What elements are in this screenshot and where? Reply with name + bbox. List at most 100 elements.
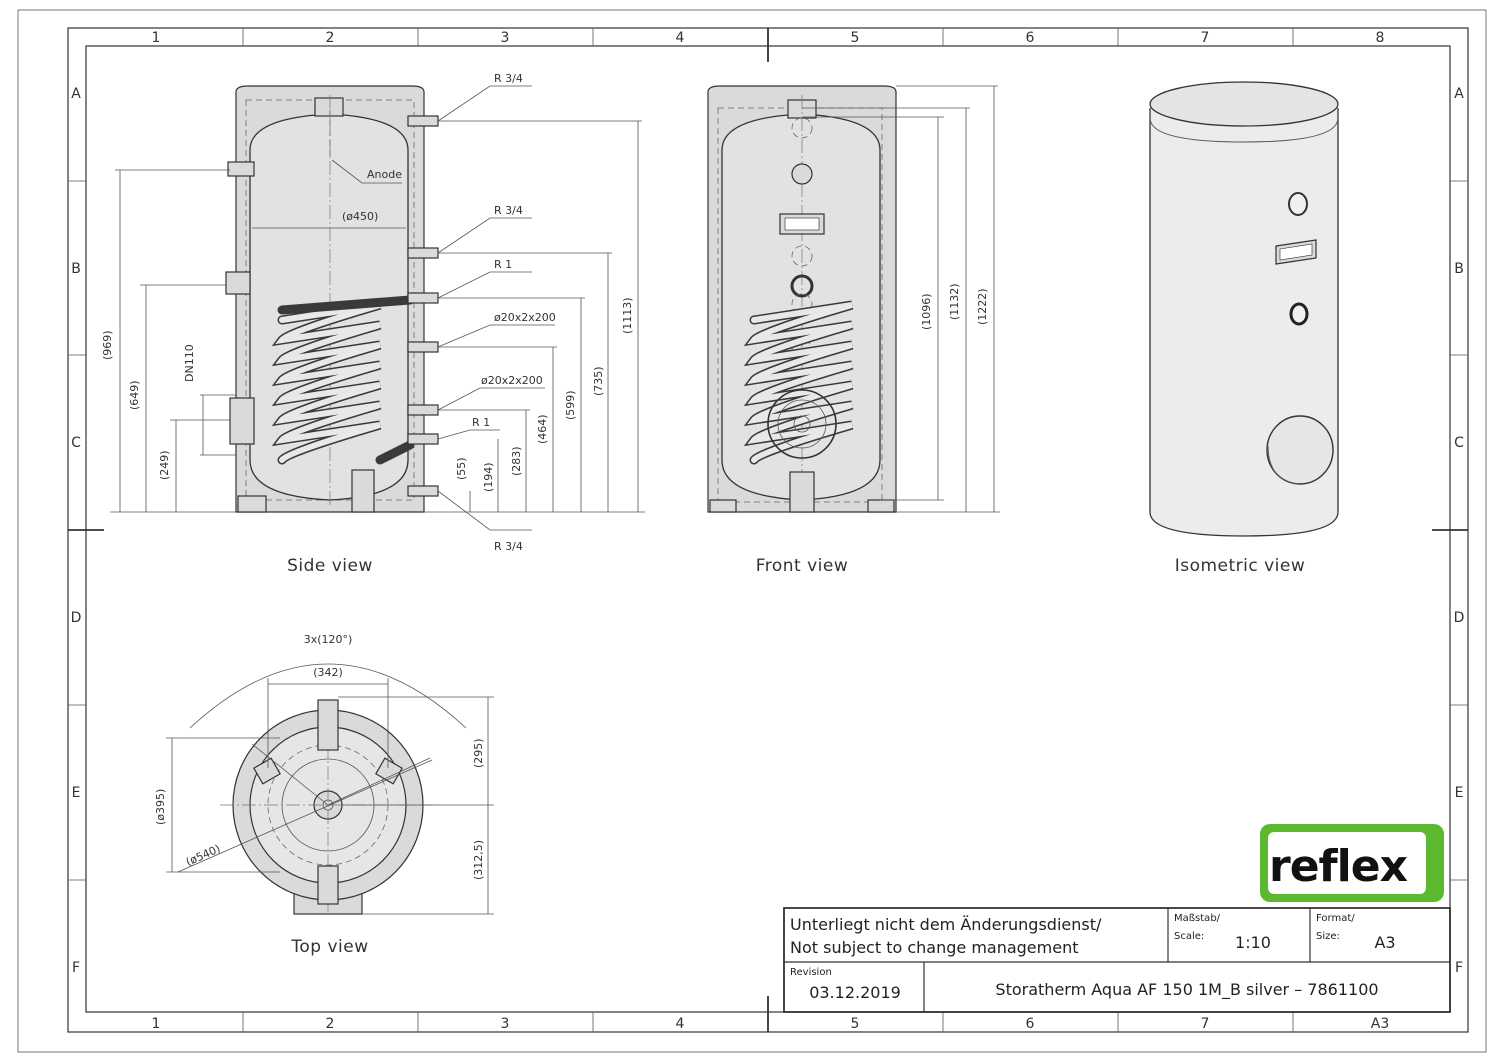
note-line1: Unterliegt nicht dem Änderungsdienst/: [790, 915, 1102, 934]
iso-port: [1288, 192, 1308, 216]
top-foot: [253, 757, 281, 785]
side-view-label: Side view: [287, 556, 373, 576]
col-label-bottom: 5: [851, 1016, 860, 1032]
revision-value: 03.12.2019: [809, 983, 901, 1002]
angle-label: 3x(120°): [304, 633, 353, 646]
col-label: 8: [1376, 30, 1385, 46]
diameter-label: (ø450): [342, 210, 378, 223]
side-fitting: [225, 271, 251, 295]
depth-top-label: (295): [472, 738, 485, 768]
row-label-right: E: [1455, 785, 1464, 801]
dim-label: (464): [536, 414, 549, 444]
scale-value: 1:10: [1235, 933, 1271, 952]
dim-label: (283): [510, 446, 523, 476]
col-label: 5: [851, 30, 860, 46]
front-view: (1096) (1132) (1222) Front view: [707, 85, 1000, 576]
scale-label: Maßstab/: [1174, 913, 1221, 924]
dim-label: (649): [128, 380, 141, 410]
col-label-bottom: 1: [152, 1016, 161, 1032]
isometric-view: Isometric view: [1149, 81, 1339, 576]
front-dimensions: [802, 85, 1000, 513]
front-coil: [743, 300, 854, 465]
format-label-2: Size:: [1316, 931, 1340, 942]
col-label: 1: [152, 30, 161, 46]
side-coil: [271, 295, 415, 465]
connection-label: ø20x2x200: [481, 374, 543, 387]
connection-label: R 3/4: [494, 72, 523, 85]
title-block: Unterliegt nicht dem Änderungsdienst/ No…: [783, 907, 1451, 1013]
side-fitting: [227, 161, 255, 177]
row-label: B: [71, 261, 81, 277]
outer-diameter-label: (ø540): [184, 842, 222, 869]
format-label: Format/: [1316, 913, 1355, 924]
dim-label: (599): [564, 390, 577, 420]
revision-label: Revision: [790, 967, 832, 978]
connection-label: R 1: [472, 416, 490, 429]
col-label: 7: [1201, 30, 1210, 46]
connection-label: R 3/4: [494, 540, 523, 553]
iso-top: [1149, 81, 1339, 127]
dim-label: (194): [482, 462, 495, 492]
top-pipe: [317, 699, 339, 751]
row-label-right: A: [1454, 86, 1464, 102]
grid-dividers: [68, 28, 1468, 1032]
col-label: 2: [326, 30, 335, 46]
center-markers: [68, 28, 1468, 1032]
col-label-bottom: A3: [1371, 1016, 1389, 1032]
dim-label: (1096): [920, 293, 933, 330]
outer-frame: [17, 9, 1487, 1053]
dim-label: (735): [592, 366, 605, 396]
connection-label: R 1: [494, 258, 512, 271]
row-label: C: [71, 435, 81, 451]
col-label-bottom: 3: [501, 1016, 510, 1032]
reflex-logo: reflex: [1260, 824, 1444, 902]
dim-label: (1222): [976, 288, 989, 325]
connection-label: ø20x2x200: [494, 311, 556, 324]
left-dimensions: [110, 169, 236, 513]
connection-leaders: [331, 85, 555, 531]
front-port: [791, 163, 813, 185]
connection-label: R 3/4: [494, 204, 523, 217]
flange-label: DN110: [183, 344, 196, 382]
col-label-bottom: 7: [1201, 1016, 1210, 1032]
row-label: E: [72, 785, 81, 801]
dim-label: (1113): [621, 297, 634, 334]
dim-label: (55): [455, 457, 468, 480]
side-foot: [351, 469, 375, 513]
iso-port: [1289, 302, 1309, 326]
front-port: [790, 274, 814, 298]
note-line2: Not subject to change management: [790, 938, 1079, 957]
col-label: 6: [1026, 30, 1035, 46]
depth-bottom-label: (312,5): [472, 840, 485, 880]
isometric-view-label: Isometric view: [1175, 556, 1306, 576]
dim-label: (249): [158, 450, 171, 480]
anode-label: Anode: [367, 168, 402, 181]
row-label: D: [71, 610, 82, 626]
row-label-right: D: [1454, 610, 1465, 626]
product-title: Storatherm Aqua AF 150 1M_B silver – 786…: [995, 980, 1378, 1000]
side-view: DN110 R 3/4 R 3/4 R 1 ø20x2x200 ø20x2x20…: [101, 72, 645, 576]
dim-label: (969): [101, 330, 114, 360]
top-view: 3x(120°) (342) (295) (312,5) (ø395) (ø54…: [154, 633, 494, 957]
format-value: A3: [1374, 933, 1395, 952]
angle-arc: [189, 663, 467, 729]
row-label-right: F: [1455, 960, 1463, 976]
row-label: A: [71, 86, 81, 102]
width-label: (342): [313, 666, 343, 679]
row-label-right: C: [1454, 435, 1464, 451]
row-label: F: [72, 960, 80, 976]
top-pipe: [317, 865, 339, 905]
front-bottom-fitting: [789, 471, 815, 513]
col-label-bottom: 2: [326, 1016, 335, 1032]
grid-labels: 1 2 3 4 5 6 7 8 1 2 3 4 5 6 7 A3 A B C D…: [71, 30, 1465, 1032]
front-flange: [767, 389, 837, 459]
top-view-label: Top view: [290, 937, 368, 957]
col-label: 3: [501, 30, 510, 46]
front-view-label: Front view: [756, 556, 849, 576]
side-top-fitting: [314, 97, 344, 117]
col-label: 4: [676, 30, 685, 46]
right-dimensions: [424, 120, 645, 513]
side-foot: [237, 495, 267, 513]
logo-text: reflex: [1269, 841, 1408, 892]
